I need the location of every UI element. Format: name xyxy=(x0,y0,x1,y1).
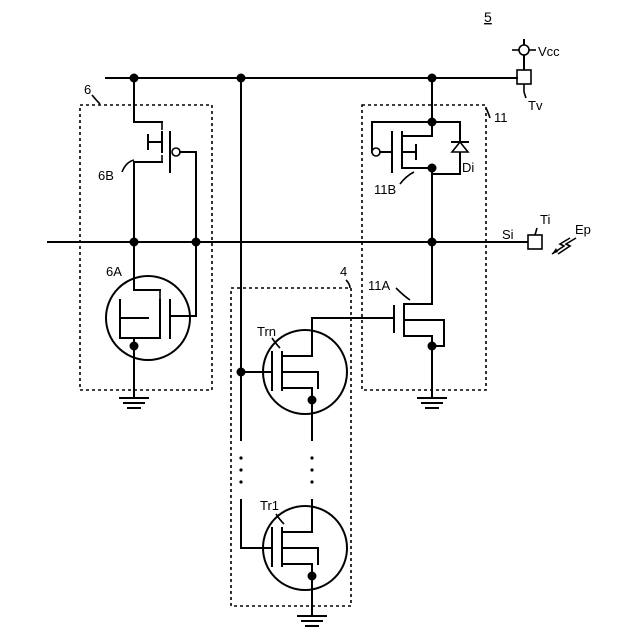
label-6b: 6B xyxy=(98,168,114,183)
ep-label: Ep xyxy=(575,222,591,237)
block-4-label: 4 xyxy=(340,264,347,279)
tv-label: Tv xyxy=(528,98,543,113)
ground-4 xyxy=(298,616,326,626)
vcc-label: Vcc xyxy=(538,44,560,59)
block-11-label: 11 xyxy=(494,110,508,125)
ti-label: Ti xyxy=(540,212,550,227)
vcc-terminal xyxy=(512,40,536,98)
block-4 xyxy=(231,288,351,606)
ellipsis-dots xyxy=(239,456,313,483)
label-11b: 11B xyxy=(374,182,396,197)
figure-number: 5 xyxy=(484,9,492,25)
label-di: Di xyxy=(462,160,474,175)
si-label: Si xyxy=(502,227,514,242)
transistor-11a xyxy=(390,242,444,398)
transistor-tr1 xyxy=(241,506,347,616)
label-6a: 6A xyxy=(106,264,122,279)
ti-terminal xyxy=(528,228,542,249)
ground-6 xyxy=(120,398,148,408)
label-11a: 11A xyxy=(368,278,390,293)
label-trn: Trn xyxy=(257,324,276,339)
block-6 xyxy=(80,105,212,390)
label-tr1: Tr1 xyxy=(260,498,279,513)
light-arrows xyxy=(552,238,576,254)
transistor-11b xyxy=(372,78,468,242)
ground-11 xyxy=(418,398,446,408)
block-6-label: 6 xyxy=(84,82,91,97)
block-11 xyxy=(362,105,486,390)
